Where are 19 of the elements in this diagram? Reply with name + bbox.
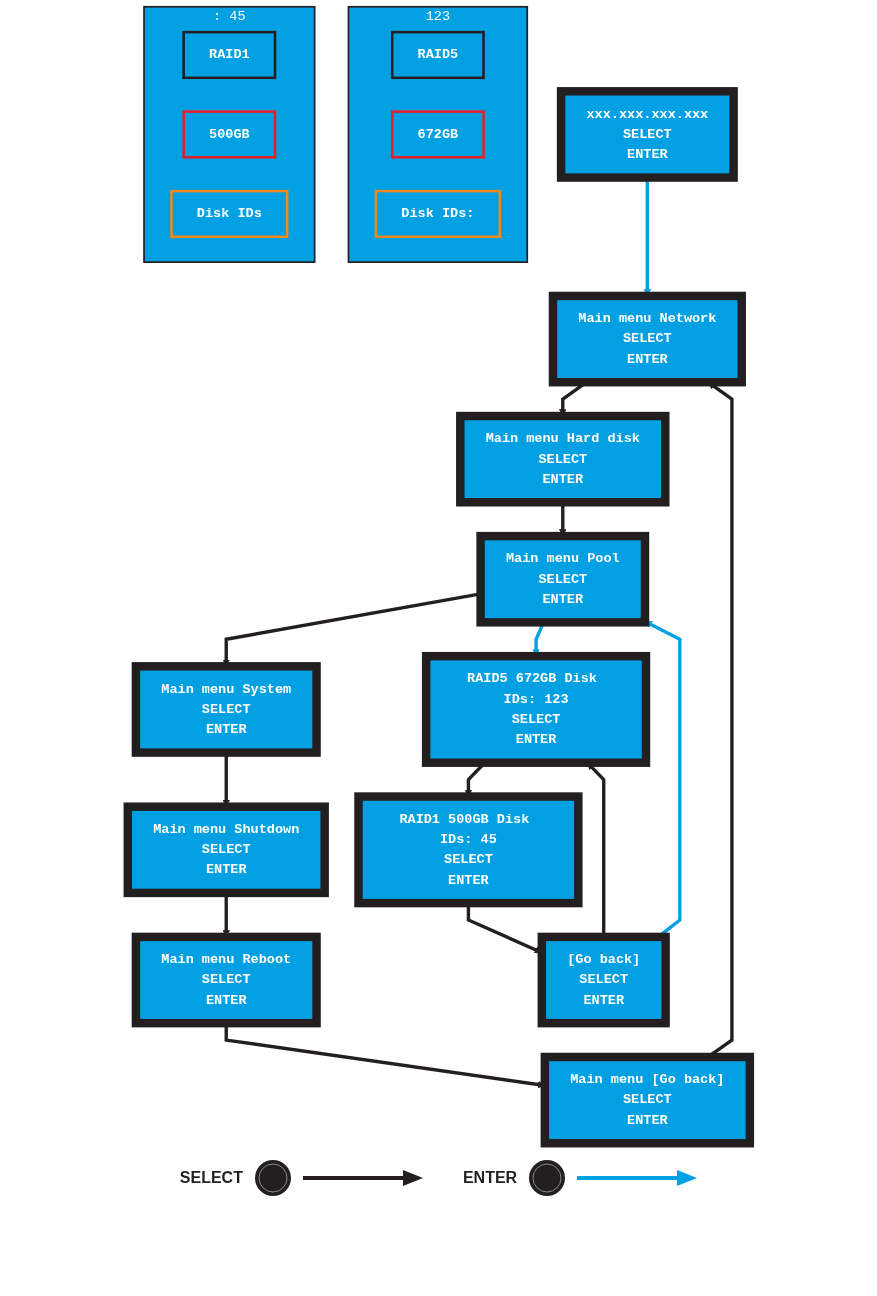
node-box: RAID5 bbox=[390, 30, 485, 80]
node-box: Main menu System SELECT ENTER bbox=[131, 662, 321, 757]
node-box: RAID5 672GB Disk IDs: 123 SELECT ENTER bbox=[421, 651, 650, 767]
node-box: [Go back] SELECT ENTER bbox=[537, 932, 670, 1028]
node-box: RAID1 bbox=[182, 30, 276, 80]
node-box: RAID1 500GB Disk IDs: 45 SELECT ENTER bbox=[353, 792, 583, 908]
node-box: Main menu [Go back] SELECT ENTER bbox=[540, 1052, 754, 1148]
node-box: 500GB bbox=[182, 110, 276, 159]
node-box: Main menu Network SELECT ENTER bbox=[548, 291, 746, 387]
node-box: Main menu Shutdown SELECT ENTER bbox=[123, 802, 329, 898]
node-box: Main menu Hard disk SELECT ENTER bbox=[455, 411, 670, 507]
node-box: Disk IDs: bbox=[374, 189, 501, 239]
legend-label: SELECT bbox=[179, 1169, 243, 1187]
node-box: Disk IDs bbox=[169, 189, 289, 239]
node-box: Main menu Pool SELECT ENTER bbox=[476, 531, 649, 627]
legend-label: ENTER bbox=[462, 1169, 518, 1187]
node-box: Main menu Reboot SELECT ENTER bbox=[131, 932, 321, 1028]
node-box: 672GB bbox=[390, 110, 485, 159]
node-box: xxx.xxx.xxx.xxx SELECT ENTER bbox=[556, 87, 738, 182]
